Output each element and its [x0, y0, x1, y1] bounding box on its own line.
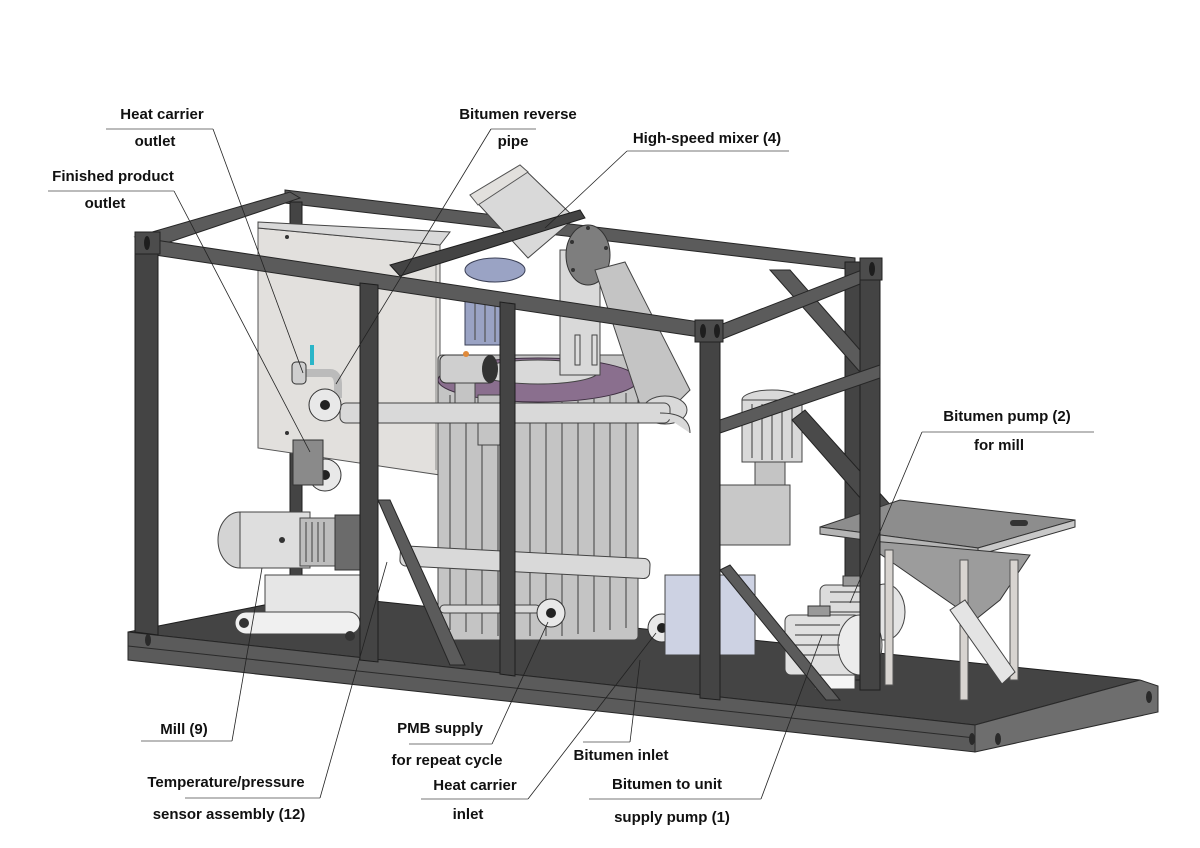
callout-pmb-supply: PMB supply for repeat cycle [392, 621, 549, 769]
callout-label: Bitumen reverse [459, 106, 577, 123]
flange-upper [308, 388, 342, 422]
flange-pmb [536, 598, 566, 628]
callout-label: Bitumen pump (2) [943, 408, 1071, 425]
callout-label: sensor assembly (12) [153, 806, 306, 823]
hopper-handle [1010, 520, 1028, 526]
valve-block [719, 484, 791, 546]
callout-heat-carrier-outlet: Heat carrier outlet [106, 106, 304, 374]
finished-product-valve [292, 439, 324, 486]
callout-finished-product-outlet: Finished product outlet [48, 168, 311, 453]
callout-bitumen-inlet: Bitumen inlet [573, 659, 669, 764]
callout-label: for mill [974, 437, 1024, 454]
callout-high-speed-mixer: High-speed mixer (4) [544, 130, 789, 229]
callouts: Heat carrier outlet Finished product out… [48, 106, 1094, 826]
callout-mill: Mill (9) [141, 567, 263, 742]
callout-temp-pressure-sensor: Temperature/pressure sensor assembly (12… [147, 561, 388, 823]
callout-label: Heat carrier [433, 777, 517, 794]
base-plate [127, 594, 1159, 753]
callout-label: for repeat cycle [392, 752, 503, 769]
callout-label: High-speed mixer (4) [633, 130, 781, 147]
callout-label: Bitumen to unit [612, 776, 722, 793]
callout-bitumen-supply-pump: Bitumen to unit supply pump (1) [589, 634, 823, 826]
callout-label: pipe [498, 133, 529, 150]
lifting-hole [1146, 691, 1152, 703]
lifting-hole [995, 733, 1001, 745]
lifting-hole [969, 733, 975, 745]
lifting-hole [145, 634, 151, 646]
callout-label: Finished product [52, 168, 174, 185]
callout-bitumen-reverse-pipe: Bitumen reverse pipe [335, 106, 577, 385]
callout-label: PMB supply [397, 720, 483, 737]
hopper-leg [1009, 559, 1019, 681]
callout-label: Heat carrier [120, 106, 204, 123]
callout-label: outlet [135, 133, 176, 150]
callout-heat-carrier-inlet: Heat carrier inlet [421, 632, 657, 823]
hopper-leg [884, 549, 894, 686]
callout-label: Mill (9) [160, 721, 208, 738]
callout-bitumen-pump-for-mill: Bitumen pump (2) for mill [849, 408, 1094, 604]
callout-label: outlet [85, 195, 126, 212]
sensor-tip [310, 345, 314, 365]
callout-label: inlet [453, 806, 484, 823]
callout-label: supply pump (1) [614, 809, 730, 826]
callout-label: Bitumen inlet [573, 747, 668, 764]
callout-label: Temperature/pressure [147, 774, 304, 791]
skid-frame-front [133, 191, 883, 701]
mill [217, 511, 374, 641]
